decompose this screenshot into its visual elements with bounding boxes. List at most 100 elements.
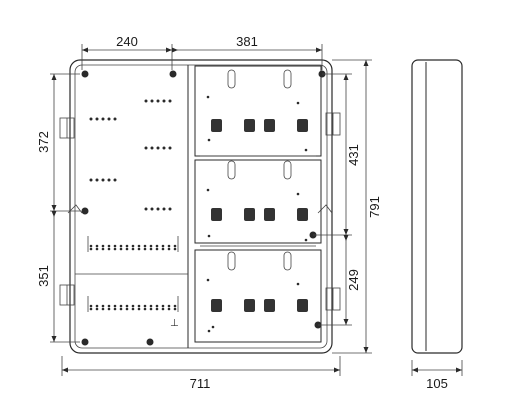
terminal-dot (131, 307, 135, 311)
terminal-dot (167, 304, 171, 308)
terminal-dot (125, 307, 129, 311)
terminal-dot (113, 244, 117, 248)
terminal-dot (131, 304, 135, 308)
terminal-dot (95, 247, 99, 251)
mounting-hole-icon (81, 207, 89, 215)
terminal-dot (161, 244, 165, 248)
terminal-dot (95, 244, 99, 248)
terminal-dot (119, 244, 123, 248)
terminal-dot (95, 304, 99, 308)
terminal-dot (173, 247, 177, 251)
terminal-dot (107, 247, 111, 251)
terminal-dot (155, 307, 159, 311)
dim-left-zone-width: 240 (116, 34, 138, 49)
meter-slot-icon (264, 299, 275, 312)
meter-slot-icon (244, 208, 255, 221)
terminal-dot (161, 304, 165, 308)
terminal-dot (137, 304, 141, 308)
terminal-dot (155, 304, 159, 308)
terminal-dot (125, 244, 129, 248)
dim-right-zone-width: 381 (236, 34, 258, 49)
right-hinges (317, 112, 341, 311)
terminal-dot (137, 247, 141, 251)
meter-slot-icon (211, 119, 222, 132)
side-outline (411, 59, 463, 354)
terminal-dot (101, 307, 105, 311)
dim-lower-right-height: 249 (346, 269, 361, 291)
dim-lower-left-height: 351 (36, 265, 51, 287)
terminal-dot (167, 244, 171, 248)
terminal-dot (89, 244, 93, 248)
terminal-dot (149, 247, 153, 251)
enclosure-outline (69, 59, 333, 354)
terminal-dot (95, 307, 99, 311)
dim-upper-right-height: 431 (346, 144, 361, 166)
mounting-hole-icon (81, 70, 89, 78)
meter-compartments (194, 65, 322, 343)
meter-slot-icon (244, 119, 255, 132)
meter-slot-icon (297, 299, 308, 312)
terminal-dot (161, 247, 165, 251)
terminal-dot (143, 307, 147, 311)
terminal-dot (125, 247, 129, 251)
dim-overall-height: 791 (367, 196, 382, 218)
terminal-dot (149, 244, 153, 248)
terminal-dot (119, 307, 123, 311)
terminal-dot (89, 307, 93, 311)
dim-depth: 105 (426, 376, 448, 391)
compartment-middle (194, 159, 322, 244)
terminal-dot (173, 304, 177, 308)
compartment-bottom (194, 249, 322, 343)
terminal-dot (173, 244, 177, 248)
terminal-dot (107, 307, 111, 311)
terminal-dot (113, 247, 117, 251)
meter-slot-icon (264, 119, 275, 132)
left-hinges (59, 117, 83, 306)
dim-upper-left-height: 372 (36, 131, 51, 153)
clip-icon (67, 204, 83, 214)
terminal-dot (107, 304, 111, 308)
terminal-dot (113, 304, 117, 308)
terminal-dot (143, 244, 147, 248)
terminal-dot (137, 307, 141, 311)
terminal-dot (101, 247, 105, 251)
dimension-labels: 240 381 711 105 372 351 431 249 791 (36, 34, 448, 391)
terminal-strips: ⊥ (87, 236, 179, 329)
terminal-dot (119, 304, 123, 308)
terminal-dot (173, 307, 177, 311)
terminal-dot (89, 304, 93, 308)
meter-slot-icon (211, 208, 222, 221)
terminal-dot (137, 244, 141, 248)
terminal-dot (131, 247, 135, 251)
mounting-hole-icon (146, 338, 154, 346)
meter-slot-icon (297, 208, 308, 221)
dim-overall-width: 711 (190, 376, 211, 391)
meter-slots (211, 119, 308, 312)
meter-window-slots (227, 69, 292, 271)
meter-slot-icon (244, 299, 255, 312)
meter-slot-icon (297, 119, 308, 132)
terminal-dot (161, 307, 165, 311)
terminal-dot (101, 244, 105, 248)
terminal-dot (149, 304, 153, 308)
terminal-dot (143, 247, 147, 251)
mounting-hole-icon (169, 70, 177, 78)
meter-slot-icon (264, 208, 275, 221)
terminal-dot (143, 304, 147, 308)
dimension-lines (50, 44, 463, 376)
terminal-dot (89, 247, 93, 251)
compartment-dots (206, 95, 308, 333)
terminal-dot (131, 244, 135, 248)
terminal-dot (101, 304, 105, 308)
terminal-dot (113, 307, 117, 311)
front-view: ⊥ (59, 59, 341, 354)
terminal-dot (155, 244, 159, 248)
terminal-dot (155, 247, 159, 251)
side-view (411, 59, 463, 354)
terminal-dot (107, 244, 111, 248)
mounting-hole-icon (81, 338, 89, 346)
svg-text:⊥: ⊥ (170, 318, 179, 329)
terminal-dot (167, 247, 171, 251)
terminal-dot (125, 304, 129, 308)
